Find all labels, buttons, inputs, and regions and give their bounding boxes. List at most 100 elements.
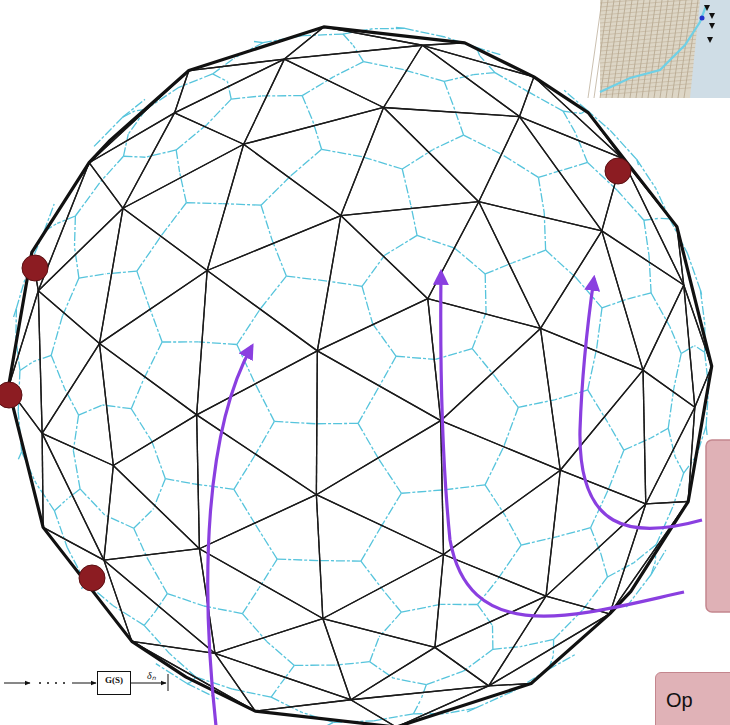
dual-line: [601, 554, 608, 577]
triangle-edge: [207, 144, 243, 270]
dual-line: [637, 160, 656, 189]
dual-line: [294, 664, 336, 666]
dual-line: [597, 308, 602, 349]
triangle-edge: [489, 614, 610, 686]
triangle-edge: [43, 527, 104, 560]
dual-line: [134, 528, 148, 558]
triangle-edge: [317, 216, 340, 351]
vertex-dot: [22, 255, 48, 281]
triangle-edge: [317, 216, 340, 351]
triangle-edge: [643, 370, 695, 407]
triangle-edge: [215, 619, 323, 654]
triangle-edge: [428, 299, 441, 421]
triangle-edge: [560, 370, 643, 470]
dual-line: [74, 216, 76, 247]
triangle-edge: [351, 647, 435, 699]
dual-line: [417, 235, 455, 248]
dual-line: [472, 313, 486, 349]
dual-line: [402, 169, 411, 205]
dual-line: [373, 28, 405, 29]
dual-line: [659, 218, 670, 220]
dual-line: [607, 563, 633, 577]
triangle-edge: [316, 351, 318, 495]
triangle-edge: [255, 700, 350, 711]
dual-line: [242, 588, 259, 614]
dual-line: [254, 42, 263, 43]
triangle-edge: [489, 596, 546, 686]
map-streets: [588, 0, 700, 98]
triangle-edge: [479, 117, 520, 202]
triangle-edge: [38, 291, 99, 344]
triangle-edge: [316, 351, 318, 495]
dual-line: [513, 250, 546, 263]
dual-line: [565, 162, 587, 169]
dual-line: [155, 594, 167, 612]
dual-line: [396, 356, 435, 359]
map-ground: [600, 0, 730, 98]
dual-line: [187, 683, 190, 684]
triangle-edge: [684, 285, 695, 407]
triangle-edge: [341, 107, 384, 215]
triangle-edge: [323, 619, 435, 648]
dual-line: [588, 349, 597, 390]
triangle-edge: [99, 344, 113, 466]
dual-line: [176, 125, 207, 150]
triangle-edge: [541, 328, 644, 370]
dual-line: [546, 250, 576, 277]
triangle-edge: [104, 560, 132, 641]
map-thumbnail: [588, 0, 730, 98]
dual-line: [144, 625, 169, 653]
triangle-edge: [643, 370, 646, 504]
triangle-edge: [341, 202, 479, 216]
dual-line: [485, 274, 487, 313]
dual-line: [123, 156, 145, 158]
triangle-edge: [560, 470, 645, 504]
dual-line: [362, 286, 373, 324]
triangle-edge: [197, 415, 200, 549]
triangle-edge: [123, 208, 207, 270]
map-street: [600, 19, 700, 27]
dual-line: [705, 426, 707, 435]
triangle-edge: [643, 285, 684, 370]
triangle-edge: [317, 299, 427, 351]
map-marker: [704, 5, 710, 11]
pointer-arrow: [580, 278, 702, 528]
dual-line: [379, 459, 401, 493]
dual-line: [563, 111, 575, 132]
dual-line: [608, 450, 623, 489]
dual-line: [493, 375, 518, 408]
triangle-edge: [175, 113, 244, 144]
dual-line: [463, 649, 493, 671]
triangle-edge: [443, 554, 546, 596]
dual-line: [316, 423, 358, 425]
dual-line: [538, 177, 544, 212]
triangle-edge: [123, 144, 244, 208]
triangle-edge: [104, 549, 199, 560]
triangle-edge: [244, 59, 285, 144]
map-street: [600, 75, 700, 83]
dual-line: [624, 438, 651, 450]
dual-line: [33, 355, 51, 361]
triangle-edge: [428, 202, 479, 299]
dual-line: [303, 34, 343, 36]
dual-line: [328, 281, 362, 286]
dual-line: [607, 421, 624, 450]
dual-line: [502, 155, 538, 178]
dual-line: [634, 545, 657, 563]
dual-line: [380, 493, 401, 528]
triangle-edge: [284, 45, 422, 59]
dual-line: [234, 489, 256, 525]
triangle-edge: [104, 466, 113, 561]
triangle-edge: [435, 647, 489, 686]
triangle-edge: [38, 291, 99, 344]
dual-line: [361, 561, 384, 591]
triangle-edge: [541, 328, 561, 470]
dual-line: [261, 176, 291, 205]
triangle-edge: [317, 351, 440, 421]
triangle-edge: [316, 421, 440, 495]
map-street: [600, 0, 700, 7]
dual-line: [255, 383, 275, 421]
dual-line: [325, 722, 333, 725]
dual-line: [231, 96, 262, 99]
